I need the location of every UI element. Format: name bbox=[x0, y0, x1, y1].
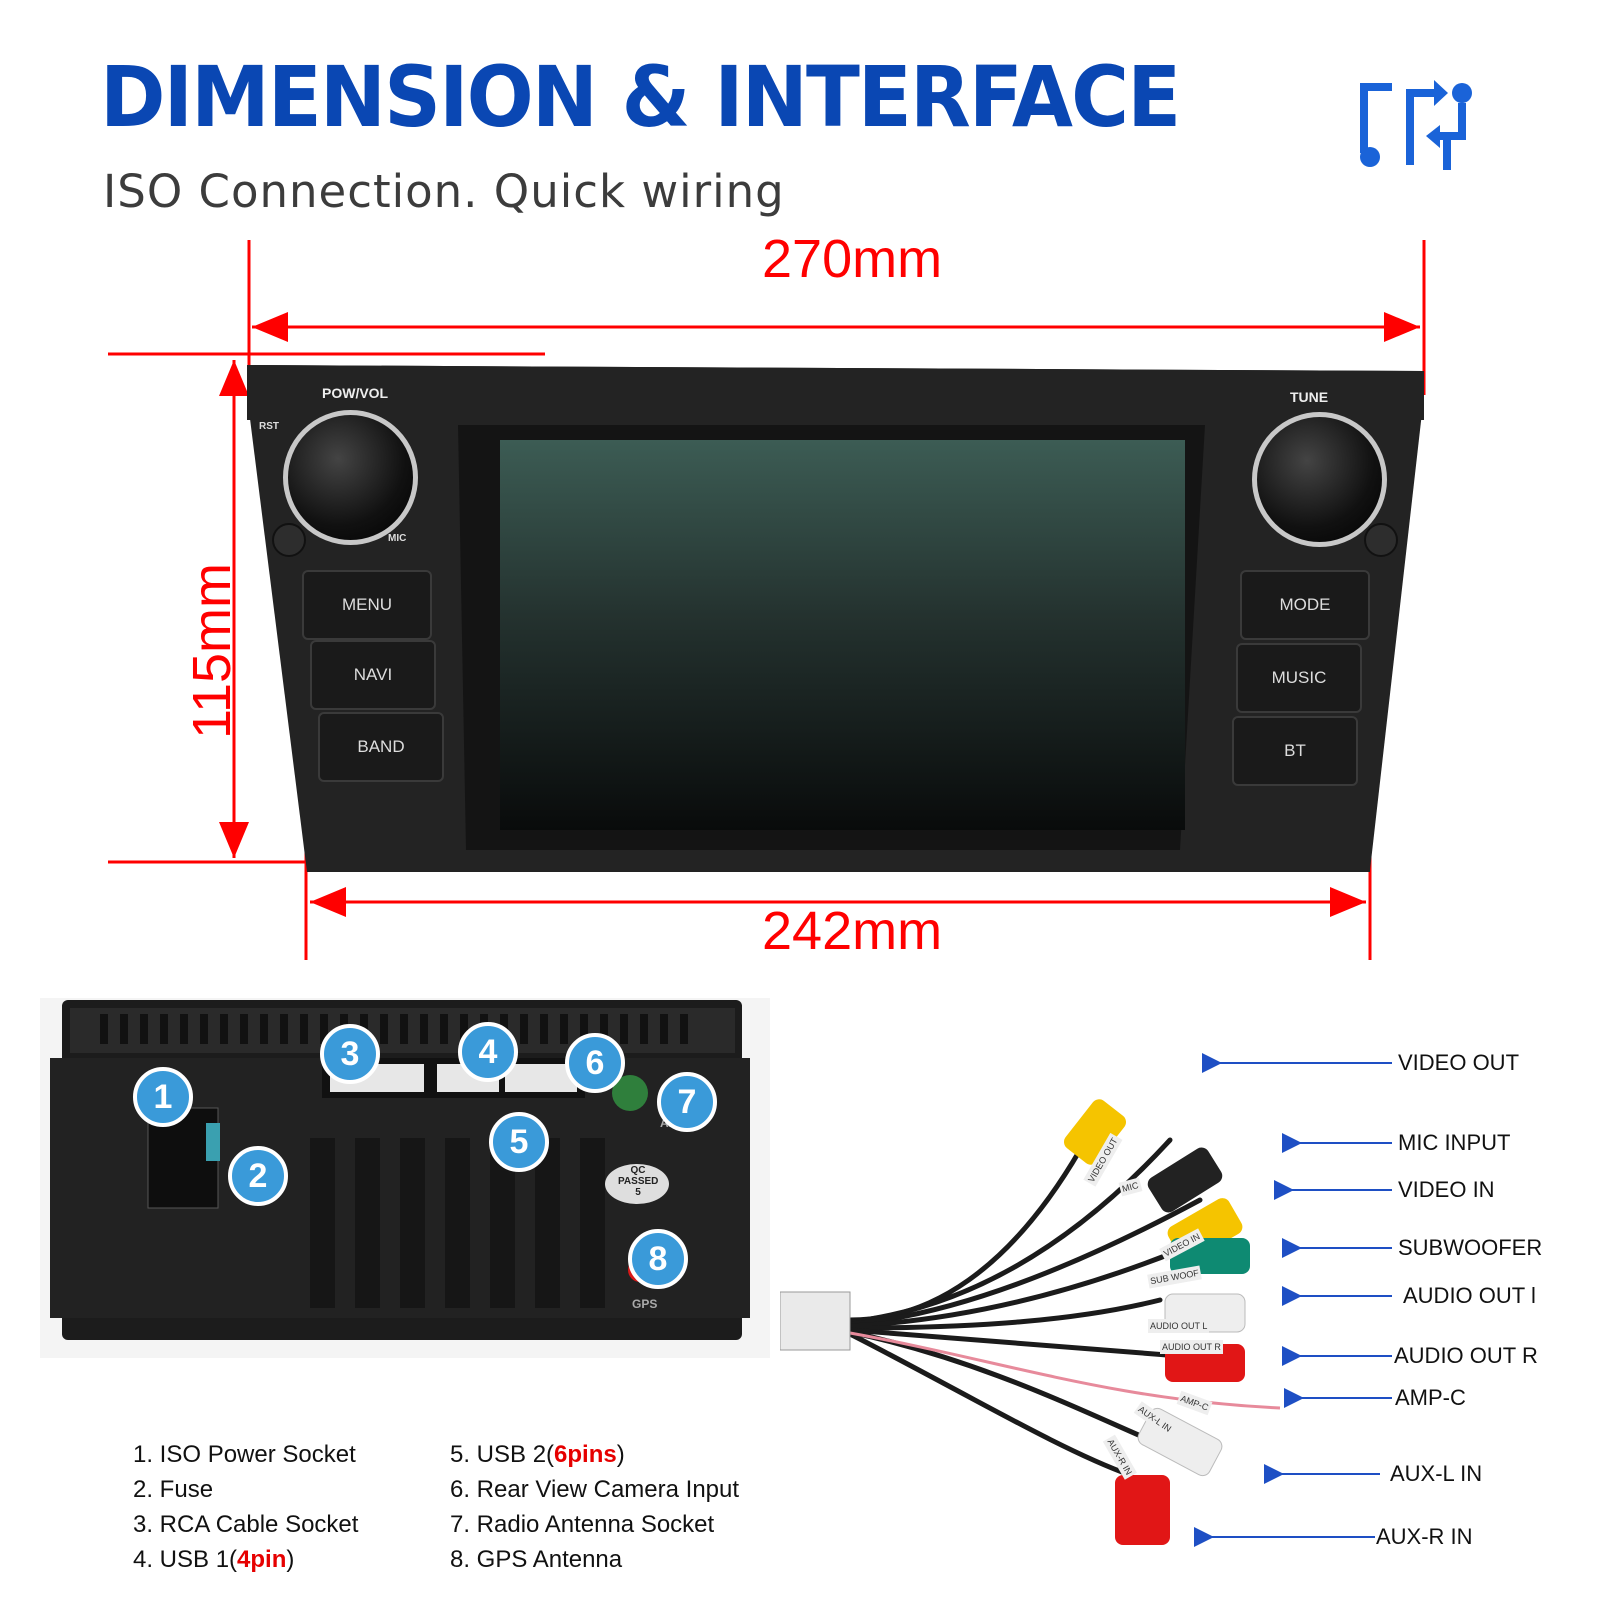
cable-label-amp-c: AMP-C bbox=[1395, 1385, 1466, 1410]
badge-2: 2 bbox=[228, 1146, 288, 1206]
cable-label-audio-out-l: AUDIO OUT l bbox=[1403, 1283, 1536, 1308]
cable-tag-audio-out-r: AUDIO OUT R bbox=[1160, 1340, 1223, 1354]
cable-label-aux-r-in: AUX-R IN bbox=[1376, 1524, 1473, 1549]
cable-label-audio-out-r: AUDIO OUT R bbox=[1394, 1343, 1538, 1368]
rst-label: RST bbox=[259, 421, 279, 432]
tune-knob[interactable] bbox=[1252, 412, 1387, 547]
legend-item-5: 5. USB 2(6pins) bbox=[450, 1441, 625, 1468]
page-subtitle: ISO Connection. Quick wiring bbox=[103, 165, 785, 218]
interface-switch-icon bbox=[1360, 80, 1472, 170]
legend-item-4: 4. USB 1(4pin) bbox=[133, 1546, 295, 1573]
cable-tag-audio-out-l: AUDIO OUT L bbox=[1148, 1319, 1210, 1333]
band-button[interactable]: BAND bbox=[318, 712, 444, 782]
tune-label: TUNE bbox=[1290, 389, 1329, 405]
legend-item-7: 7. Radio Antenna Socket bbox=[450, 1511, 715, 1538]
cable-label-mic-input: MIC INPUT bbox=[1398, 1130, 1511, 1155]
badge-8: 8 bbox=[628, 1229, 688, 1289]
cable-label-video-in: VIDEO IN bbox=[1398, 1177, 1495, 1202]
badge-1: 1 bbox=[133, 1067, 193, 1127]
callout-arrows bbox=[1194, 1053, 1392, 1547]
rca-cable-harness bbox=[780, 1099, 1281, 1545]
legend-item-3: 3. RCA Cable Socket bbox=[133, 1511, 359, 1538]
gps-label: GPS bbox=[632, 1297, 658, 1311]
head-unit-front bbox=[247, 365, 1424, 872]
cable-label-aux-l-in: AUX-L IN bbox=[1390, 1461, 1483, 1486]
legend-item-8: 8. GPS Antenna bbox=[450, 1546, 623, 1573]
cable-label-video-out: VIDEO OUT bbox=[1398, 1050, 1520, 1075]
legend-item-6: 6. Rear View Camera Input bbox=[450, 1476, 740, 1503]
navi-button[interactable]: NAVI bbox=[310, 640, 436, 710]
right-sensor bbox=[1364, 523, 1398, 557]
badge-4: 4 bbox=[458, 1022, 518, 1082]
mode-button[interactable]: MODE bbox=[1240, 570, 1370, 640]
menu-button[interactable]: MENU bbox=[302, 570, 432, 640]
pow-vol-label: POW/VOL bbox=[322, 385, 389, 401]
badge-5: 5 bbox=[489, 1112, 549, 1172]
legend-item-1: 1. ISO Power Socket bbox=[133, 1441, 356, 1468]
qc-sticker: QC PASSED 5 bbox=[618, 1165, 659, 1198]
page-title: DIMENSION & INTERFACE bbox=[100, 48, 1181, 146]
legend-item-2: 2. Fuse bbox=[133, 1476, 214, 1503]
left-sensor bbox=[272, 523, 306, 557]
bt-button[interactable]: BT bbox=[1232, 716, 1358, 786]
rear-panel-photo bbox=[40, 998, 770, 1358]
mic-label: MIC bbox=[388, 533, 407, 544]
badge-6: 6 bbox=[565, 1033, 625, 1093]
badge-3: 3 bbox=[320, 1024, 380, 1084]
volume-knob[interactable] bbox=[283, 410, 418, 545]
music-button[interactable]: MUSIC bbox=[1236, 643, 1362, 713]
badge-7: 7 bbox=[657, 1072, 717, 1132]
cable-label-subwoofer: SUBWOOFER bbox=[1398, 1235, 1543, 1260]
dimension-top-width: 270mm bbox=[762, 229, 943, 289]
